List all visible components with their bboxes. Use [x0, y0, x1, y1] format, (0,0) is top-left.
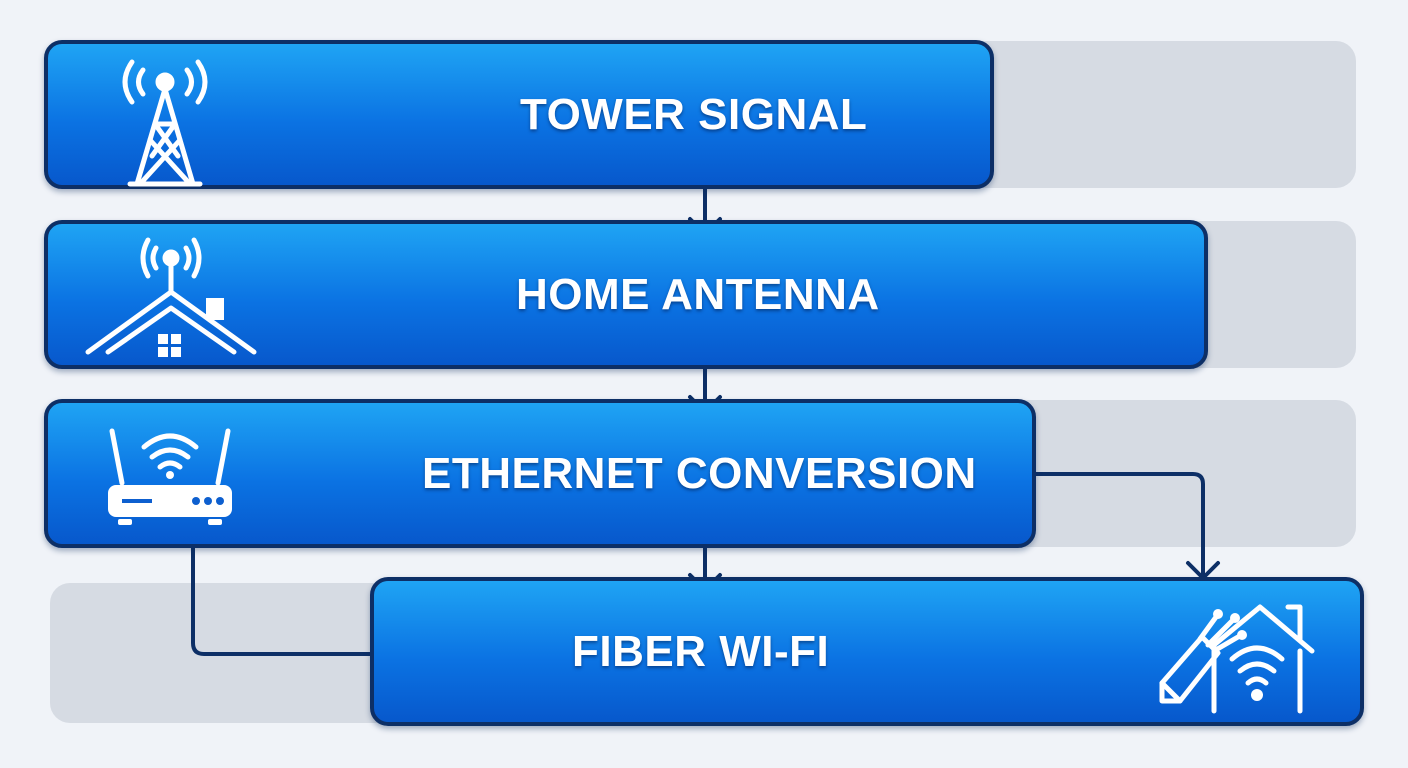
router-cable-line [191, 545, 375, 656]
arrow-ethernet-branch [1033, 472, 1205, 578]
house-antenna-icon [85, 237, 257, 357]
step-tower-signal: TOWER SIGNAL [44, 40, 994, 189]
fiber-home-wifi-icon [1159, 604, 1315, 714]
step-label: TOWER SIGNAL [520, 89, 868, 139]
step-home-antenna: HOME ANTENNA [44, 220, 1208, 369]
step-label: HOME ANTENNA [516, 269, 880, 319]
step-label: FIBER WI-FI [572, 626, 830, 676]
step-label: ETHERNET CONVERSION [422, 448, 977, 498]
cell-tower-icon [122, 59, 208, 187]
router-icon [108, 428, 232, 525]
step-fiber-wifi: FIBER WI-FI [370, 577, 1364, 726]
step-ethernet-conversion: ETHERNET CONVERSION [44, 399, 1036, 548]
